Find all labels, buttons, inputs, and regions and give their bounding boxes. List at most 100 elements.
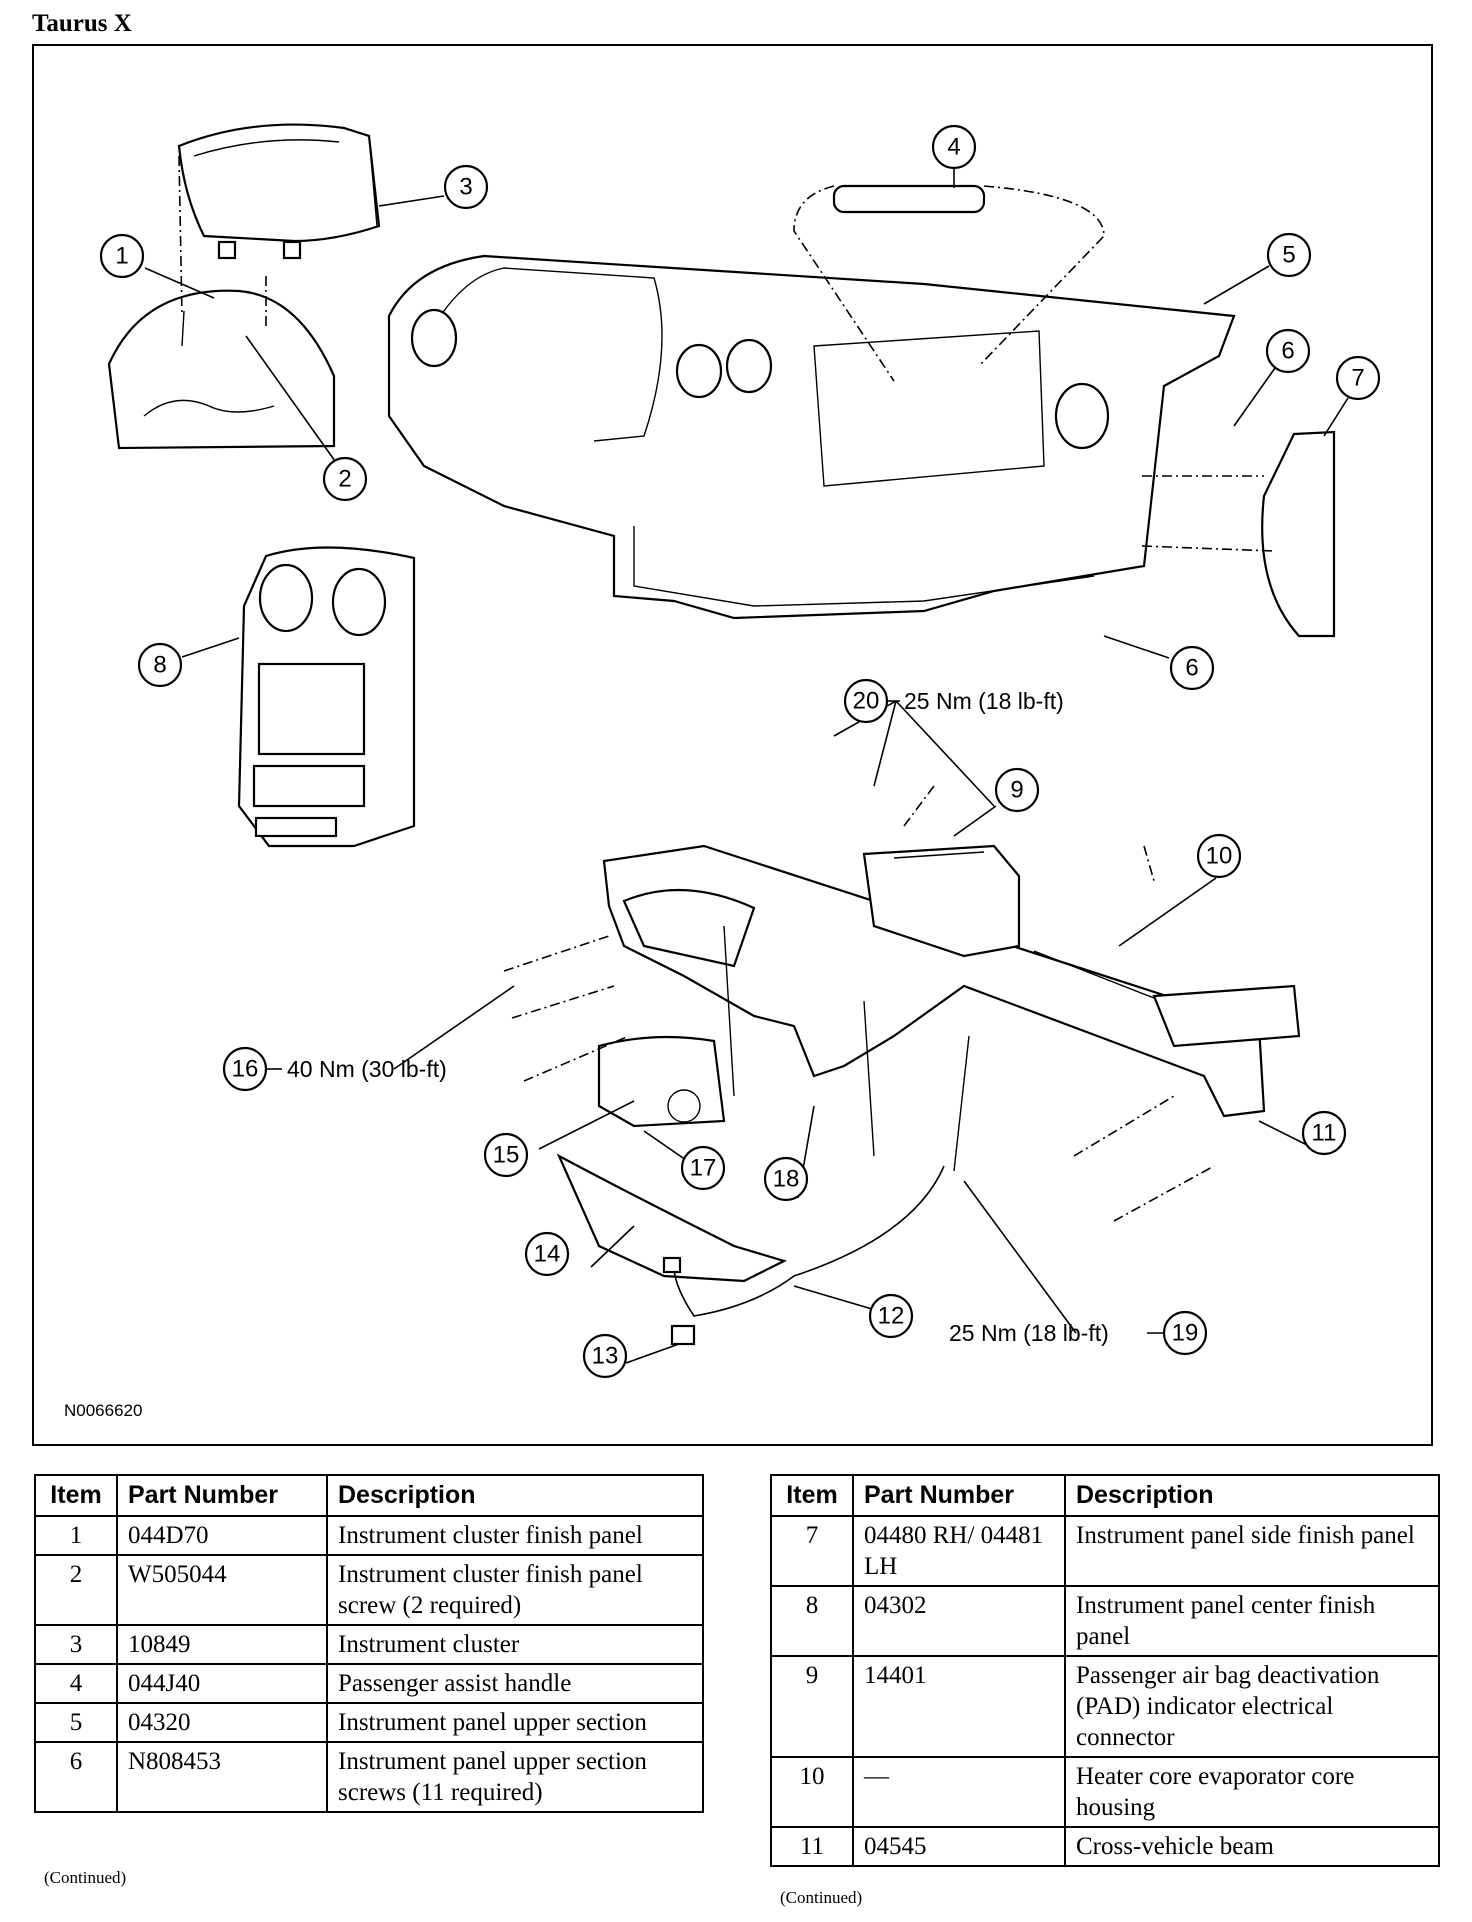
callout-12: 12 (868, 1293, 914, 1339)
svg-text:3: 3 (459, 174, 472, 201)
item-cell: 2 (34, 1554, 118, 1626)
part-number-cell: 04545 (852, 1826, 1066, 1867)
bolt-lines (503, 785, 1215, 1222)
callout-17: 17 (680, 1145, 726, 1191)
svg-text:5: 5 (1282, 242, 1295, 269)
item-cell: 8 (770, 1585, 854, 1657)
callout-3: 3 (443, 164, 489, 210)
item-cell: 1 (34, 1515, 118, 1556)
description-cell: Instrument cluster finish panel screw (2… (326, 1554, 704, 1626)
description-cell: Passenger assist handle (326, 1663, 704, 1704)
steering-column-cover-drawing (597, 1035, 726, 1128)
part-number-cell: N808453 (116, 1741, 328, 1813)
callout-11: 11 (1301, 1110, 1347, 1156)
header-description: Description (1064, 1474, 1440, 1517)
part-number-cell: 14401 (852, 1655, 1066, 1758)
callout-5: 5 (1266, 232, 1312, 278)
torque-spec-item-20: 25 Nm (18 lb-ft) (904, 688, 1064, 714)
svg-text:1: 1 (115, 243, 128, 270)
assist-handle-drawing (793, 184, 1105, 382)
torque-spec-item-19: 25 Nm (18 lb-ft) (949, 1320, 1109, 1346)
callout-4: 4 (931, 124, 977, 170)
leader-lines (144, 169, 1349, 1364)
svg-text:10: 10 (1206, 843, 1233, 870)
description-cell: Heater core evaporator core housing (1064, 1756, 1440, 1828)
header-part-number: Part Number (852, 1474, 1066, 1517)
svg-text:19: 19 (1172, 1320, 1199, 1347)
item-cell: 4 (34, 1663, 118, 1704)
description-cell: Instrument panel center finish panel (1064, 1585, 1440, 1657)
part-number-cell: 04302 (852, 1585, 1066, 1657)
svg-text:6: 6 (1185, 655, 1198, 682)
item-cell: 5 (34, 1702, 118, 1743)
callout-16: 16 (222, 1046, 268, 1092)
description-cell: Instrument panel upper section screws (1… (326, 1741, 704, 1813)
lower-panel-drawing (556, 1153, 787, 1283)
part-number-cell: 04480 RH/ 04481 LH (852, 1515, 1066, 1587)
continued-note-left: (Continued) (44, 1868, 127, 1887)
svg-text:7: 7 (1351, 365, 1364, 392)
callout-18: 18 (763, 1156, 809, 1202)
table-row: 10—Heater core evaporator core housing (770, 1756, 1440, 1828)
svg-text:2: 2 (338, 466, 351, 493)
callout-6-top: 6 (1265, 328, 1311, 374)
table-header-row: Item Part Number Description (34, 1474, 704, 1517)
item-cell: 10 (770, 1756, 854, 1828)
description-cell: Instrument panel upper section (326, 1702, 704, 1743)
svg-text:13: 13 (592, 1343, 619, 1370)
item-cell: 11 (770, 1826, 854, 1867)
header-description: Description (326, 1474, 704, 1517)
description-cell: Instrument panel side finish panel (1064, 1515, 1440, 1587)
svg-text:15: 15 (493, 1142, 520, 1169)
callout-13: 13 (582, 1333, 628, 1379)
callout-2: 2 (322, 456, 368, 502)
svg-text:20: 20 (853, 688, 880, 715)
figure-id: N0066620 (64, 1401, 142, 1420)
item-cell: 3 (34, 1624, 118, 1665)
wiring-harness-drawing (662, 1165, 945, 1346)
page-title: Taurus X (32, 10, 132, 37)
item-cell: 6 (34, 1741, 118, 1813)
item-cell: 9 (770, 1655, 854, 1758)
part-number-cell: 044D70 (116, 1515, 328, 1556)
callout-7: 7 (1335, 355, 1381, 401)
diagram-drawing: 1 2 3 4 5 6 6 7 8 9 10 11 12 13 14 15 16… (64, 123, 1381, 1420)
callout-9: 9 (994, 767, 1040, 813)
description-cell: Instrument cluster finish panel (326, 1515, 704, 1556)
side-finish-panel-drawing (1141, 430, 1336, 638)
part-number-cell: W505044 (116, 1554, 328, 1626)
svg-text:18: 18 (773, 1166, 800, 1193)
svg-text:6: 6 (1281, 338, 1294, 365)
description-cell: Cross-vehicle beam (1064, 1826, 1440, 1867)
svg-text:14: 14 (534, 1241, 561, 1268)
callout-14: 14 (524, 1231, 570, 1277)
description-cell: Instrument cluster (326, 1624, 704, 1665)
callout-8: 8 (137, 642, 183, 688)
part-number-cell: 10849 (116, 1624, 328, 1665)
callout-1: 1 (99, 233, 145, 279)
header-part-number: Part Number (116, 1474, 328, 1517)
header-item: Item (770, 1474, 854, 1517)
svg-text:8: 8 (153, 652, 166, 679)
description-cell: Passenger air bag deactivation (PAD) ind… (1064, 1655, 1440, 1758)
callout-6-bottom: 6 (1169, 645, 1215, 691)
callout-20: 20 (843, 678, 889, 724)
svg-text:4: 4 (947, 134, 960, 161)
cluster-finish-panel-drawing (107, 155, 336, 450)
header-item: Item (34, 1474, 118, 1517)
center-finish-panel-drawing (237, 546, 416, 848)
part-number-cell: 04320 (116, 1702, 328, 1743)
svg-text:12: 12 (878, 1303, 905, 1330)
svg-text:17: 17 (690, 1155, 717, 1182)
callout-15: 15 (483, 1132, 529, 1178)
